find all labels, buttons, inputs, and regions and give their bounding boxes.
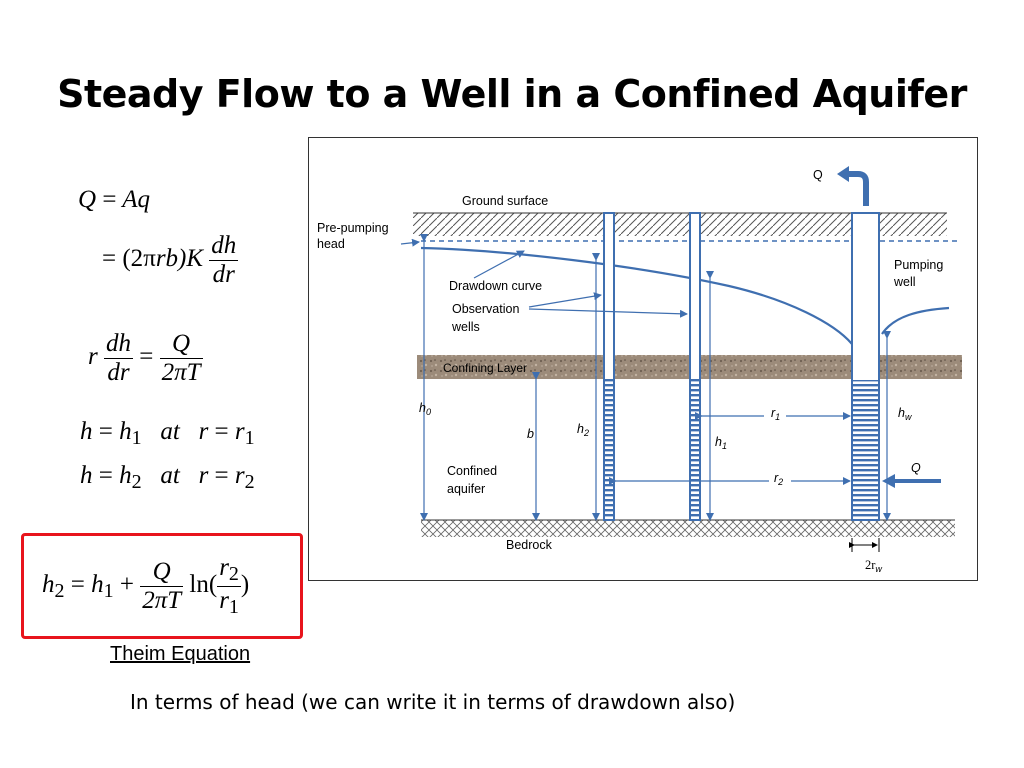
observation-well-2-screen [605,379,613,520]
pre-pumping-head-label-2: head [317,237,345,251]
drawdown-curve-right [881,306,950,335]
h0-label: h0 [419,401,431,417]
slide-title: Steady Flow to a Well in a Confined Aqui… [57,72,967,116]
drawdown-curve [420,246,853,345]
drawdown-curve-pointer [473,250,525,279]
pumping-well-label-1: Pumping [894,258,943,272]
pumping-well-label-2: well [893,275,916,289]
drawdown-curve-label: Drawdown curve [449,279,542,293]
observation-wells-pointer-2 [528,308,688,318]
aquifer-diagram: Ground surface Pre-pumping head Confinin… [308,137,978,581]
h1-label: h1 [715,435,727,451]
confining-layer-label: Confining Layer [443,361,527,375]
r2-label: r2 [774,471,783,487]
pumping-well-screen [853,380,878,520]
b-label: b [527,427,534,441]
observation-wells-label-1: Observation [452,302,519,316]
q-side-label: Q [911,461,921,475]
hw-label: hw [898,406,912,422]
bedrock-band [421,520,955,537]
observation-well-1-screen [691,379,699,520]
discharge-arrow [849,171,869,206]
equation-boundary-2: h = h2 at r = r2 [80,462,255,493]
theim-equation-label: Theim Equation [110,643,251,665]
note-text: In terms of head (we can write it in ter… [130,690,736,714]
equation-boundary-1: h = h1 at r = r1 [80,418,255,449]
observation-wells-pointer-1 [528,292,602,308]
ground-surface-band [413,213,947,236]
r1-label: r1 [771,406,780,422]
two-rw-label: 2rw [865,558,882,574]
q-top-label: Q [813,168,823,182]
pre-pumping-head-label-1: Pre-pumping [317,221,389,235]
observation-wells-label-2: wells [451,320,480,334]
confined-aquifer-label-1: Confined [447,464,497,478]
ground-surface-label: Ground surface [462,194,548,208]
equation-q-aq: Q = Aq [78,186,151,213]
pre-pumping-head-arrow [400,238,420,247]
theim-equation-box [21,533,303,639]
h2-label: h2 [577,422,589,438]
confined-aquifer-label-2: aquifer [447,482,485,496]
bedrock-label: Bedrock [506,538,553,552]
